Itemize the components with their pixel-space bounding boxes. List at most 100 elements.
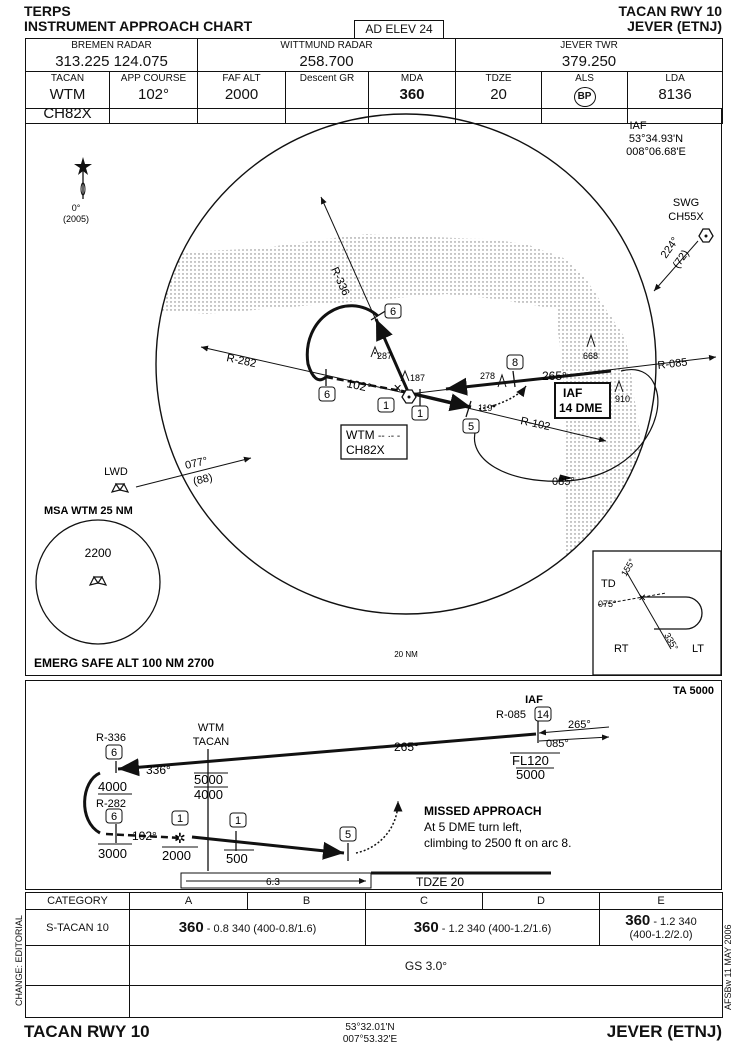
profile-alt500: 500 [226, 851, 248, 866]
airport-coords: 53°32.01'N 007°53.32'E [310, 1022, 430, 1046]
svg-text:✲: ✲ [174, 830, 186, 846]
obstacle-910: 910 [615, 394, 630, 404]
inbound-102 [325, 375, 402, 393]
header-procedure: TACAN RWY 10 [618, 3, 722, 19]
hold-td: TD [601, 578, 616, 590]
profile-out085: 085° [546, 738, 569, 750]
fix-1a: 1 [377, 397, 395, 413]
profile-tacan: TACAN [193, 736, 230, 748]
north-arrow [74, 157, 92, 199]
profile-in265: 265° [568, 719, 591, 731]
fix-5-map: 5 [462, 400, 480, 434]
profile-final [191, 835, 345, 860]
profile-missed-climb [355, 800, 403, 854]
swg-name: SWG [673, 197, 699, 209]
msa-circle [35, 519, 161, 645]
profile-inbound-102 [105, 832, 182, 840]
dme-arc-6 [305, 304, 379, 382]
iaf-box-line1: IAF [563, 386, 582, 400]
lwd-name: LWD [104, 466, 128, 478]
cat-b: B [247, 892, 366, 910]
chart-type-header: TERPS INSTRUMENT APPROACH CHART [24, 4, 252, 34]
footer-airport: JEVER (ETNJ) [606, 1022, 722, 1041]
profile-dme1a: 1 [177, 813, 183, 825]
course-085-label: 085° [552, 476, 575, 488]
profile-fl120: FL120 [512, 753, 549, 768]
row-label: S-TACAN 10 [25, 909, 130, 946]
lwd-tacan-icon [110, 482, 130, 493]
profile-dme5: 5 [345, 829, 351, 841]
lwd-radial: 077° [184, 455, 209, 472]
radial-282-label: R-282 [225, 352, 257, 370]
profile-wtm: WTM [198, 722, 224, 734]
profile-distance: 6.3 [266, 877, 280, 888]
profile-c102: 102° [132, 829, 157, 843]
profile-dme1b: 1 [235, 815, 241, 827]
obstacle-278-icon [497, 373, 507, 388]
hold-075: 075° [598, 599, 617, 609]
missed-approach-title: MISSED APPROACH [424, 804, 542, 818]
fix-6-r336: 6 [370, 303, 402, 321]
profile-dme6a: 6 [111, 747, 117, 759]
dme-1b: 1 [417, 408, 423, 420]
header-terps: TERPS [24, 3, 71, 19]
profile-seg-265 [117, 732, 537, 777]
change-note: CHANGE: EDITORIAL [14, 915, 24, 1006]
cat-d: D [482, 892, 600, 910]
hold-lt: LT [692, 643, 704, 655]
radial-085-label: R-085 [657, 356, 688, 372]
plan-view: 0° (2005) IAF 53°34.93'N 008°06.68'E SWG… [25, 108, 722, 676]
profile-iaf: IAF [525, 694, 543, 706]
profile-r282: R-282 [96, 798, 126, 810]
profile-drawing: TA 5000 IAF R-085 14 265° 085° FL120 500… [83, 685, 714, 889]
scale-label: 20 NM [394, 650, 418, 659]
header-chart-title: INSTRUMENT APPROACH CHART [24, 18, 253, 34]
holding-inset: ✕ TD RT LT 155° 075° 335° [592, 550, 722, 676]
airport-lon: 007°53.32'E [342, 1034, 398, 1045]
reversal-arc [473, 368, 659, 482]
obstacle-668-icon [586, 333, 596, 348]
fix-8: 8 [506, 354, 524, 388]
profile-seg-265-label: 265° [394, 740, 419, 754]
plan-view-drawing: 0° (2005) IAF 53°34.93'N 008°06.68'E SWG… [34, 113, 722, 676]
threshold-mark: ✕ [393, 383, 402, 395]
obstacle-668: 668 [583, 351, 598, 361]
fix-6-r282: 6 [318, 369, 336, 402]
profile-alt5000b: 5000 [194, 772, 223, 787]
mins-e: 360 - 1.2 340(400-1.2/2.0) [599, 909, 723, 946]
iaf-box-line2: 14 DME [559, 401, 602, 415]
info-descent-gradient: Descent GR [285, 71, 369, 124]
wtm-ident-box: WTM -- ·- - CH82X [340, 424, 408, 460]
hold-rt: RT [614, 643, 629, 655]
obstacle-287: 287 [377, 351, 392, 361]
profile-alt4000a: 4000 [194, 787, 223, 802]
header-airport: JEVER (ETNJ) [627, 18, 722, 34]
lwd-radial-rec: (88) [192, 472, 214, 488]
wtm-tacan-icon [401, 389, 417, 404]
iaf-lon: 008°06.68'E [626, 146, 686, 158]
msa-alt: 2200 [85, 546, 112, 560]
swg-channel: CH55X [668, 211, 704, 223]
profile-alt2000: 2000 [162, 848, 191, 863]
swg-tacan-icon [698, 228, 714, 243]
course-265-label: 265° [542, 369, 567, 383]
cat-e: E [599, 892, 723, 910]
profile-alt3000: 3000 [98, 846, 127, 861]
iaf-lat: 53°34.93'N [629, 133, 683, 145]
outbound-336 [374, 318, 411, 395]
minimums-table: CATEGORY A B C D E S-TACAN 10 360 - 0.8 … [25, 892, 723, 1018]
star-icon [74, 157, 92, 175]
mins-ab: 360 - 0.8 340 (400-0.8/1.6) [129, 909, 366, 946]
cat-c: C [365, 892, 483, 910]
obstacle-278: 278 [480, 371, 495, 381]
mins-cd: 360 - 1.2 340 (400-1.2/1.6) [365, 909, 600, 946]
profile-arc [83, 771, 101, 835]
